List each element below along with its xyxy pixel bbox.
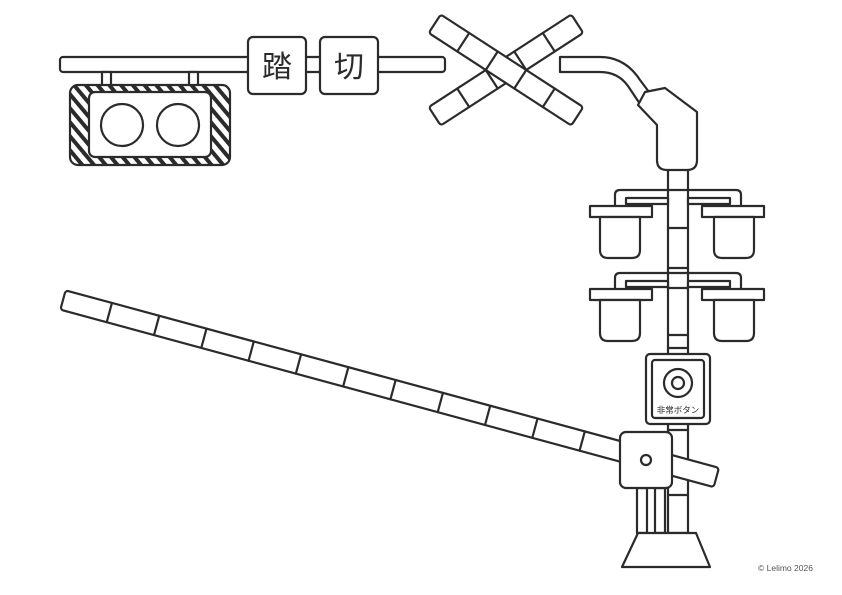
gate-mechanism — [618, 430, 712, 569]
barrier-arm — [59, 289, 720, 488]
side-warning-lamps-upper — [588, 188, 766, 260]
crossbuck-sign — [428, 14, 584, 126]
side-warning-lamps-lower — [588, 271, 766, 343]
pole-base — [620, 531, 712, 569]
emergency-button-label: 非常ボタン — [657, 405, 700, 416]
warning-lamp-left — [99, 102, 145, 148]
emergency-button-box: 非常ボタン — [644, 352, 712, 426]
copyright-notice: © Lelimo 2026 — [758, 563, 813, 573]
sign-character-2: 切 — [334, 50, 364, 85]
overhead-warning-lights — [68, 70, 232, 167]
gate-pivot-bolt — [639, 453, 653, 467]
sign-character-1: 踏 — [262, 50, 292, 85]
warning-lamp-right — [155, 102, 201, 148]
crossing-sign: 踏 切 — [246, 35, 380, 96]
mast-elbow-joint — [636, 86, 699, 172]
